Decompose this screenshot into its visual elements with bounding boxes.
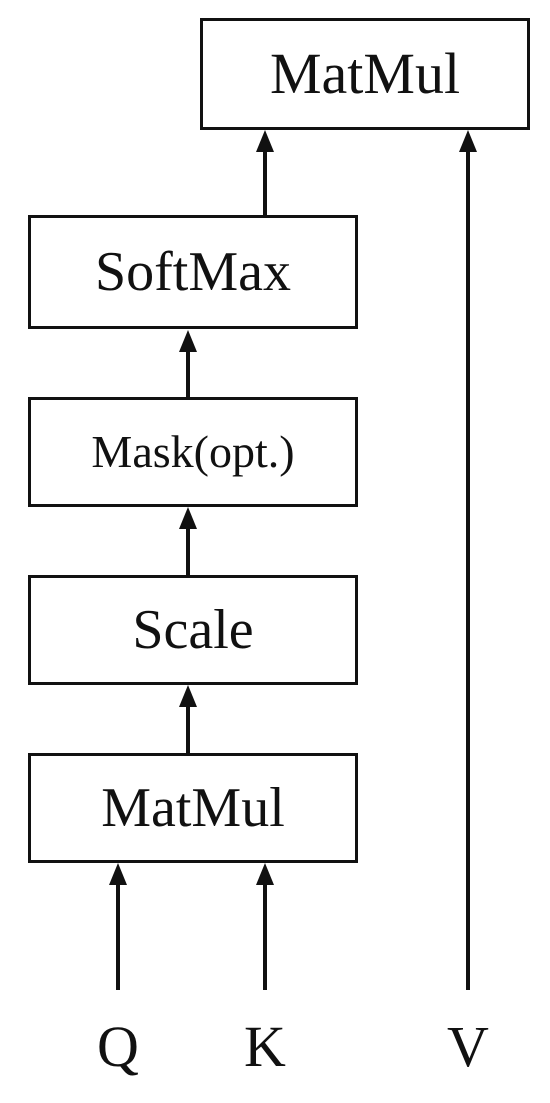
scale-label: Scale [132,599,254,661]
mask-label: Mask(opt.) [91,426,295,477]
mask-box: Mask(opt.) [28,397,358,507]
arrowhead-softmax-to-matmul-top [256,130,274,152]
input-v-label: V [447,1014,489,1079]
scale-box: Scale [28,575,358,685]
arrowhead-q-to-matmul-bottom [109,863,127,885]
input-k-label: K [244,1014,286,1079]
arrowhead-k-to-matmul-bottom [256,863,274,885]
matmul-bottom-label: MatMul [101,777,285,839]
matmul-top-label: MatMul [269,41,461,106]
arrowhead-scale-to-mask [179,507,197,529]
arrowhead-v-to-matmul-top [459,130,477,152]
matmul-bottom-box: MatMul [28,753,358,863]
softmax-label: SoftMax [95,241,291,303]
input-q-label: Q [97,1014,139,1079]
arrowhead-matmul-bottom-to-scale [179,685,197,707]
matmul-top-box: MatMul [200,18,530,130]
softmax-box: SoftMax [28,215,358,329]
arrowhead-mask-to-softmax [179,330,197,352]
